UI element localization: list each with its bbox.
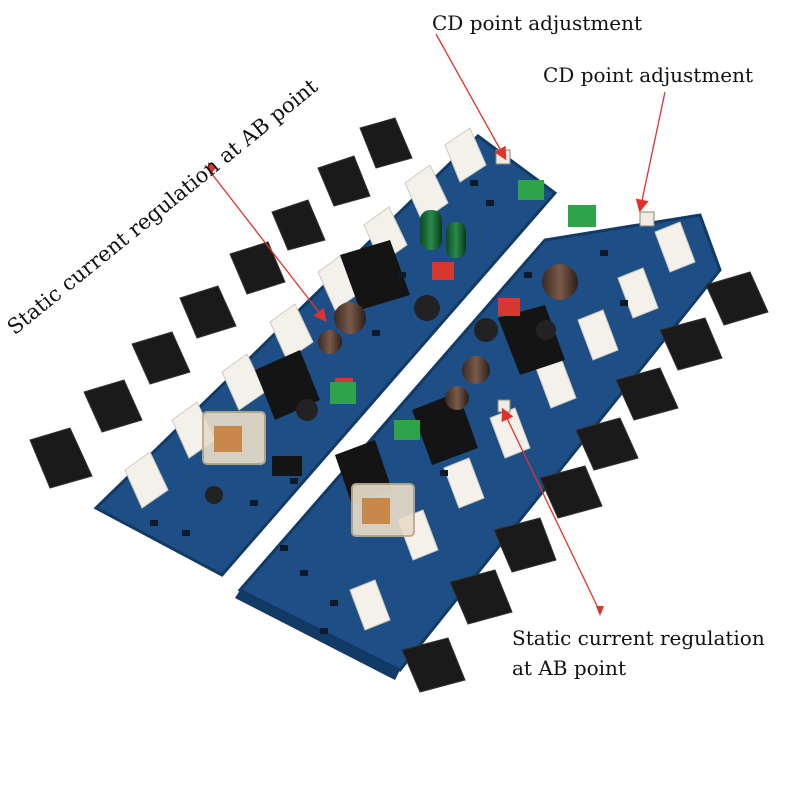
arrow-cd-right (635, 91, 666, 213)
left-pcb-board (93, 127, 558, 577)
arrow-ab-left (204, 164, 327, 323)
left-capacitor (205, 486, 223, 504)
right-red-capacitor (498, 298, 520, 316)
right-capacitor (462, 356, 490, 384)
ab-point-label-right-line1: Static current regulation (512, 626, 765, 650)
left-trimpot (495, 149, 511, 165)
cd-point-label-top: CD point adjustment (432, 11, 643, 35)
right-pcb-board (235, 205, 722, 680)
left-capacitor (414, 295, 440, 321)
arrow-ab-right (501, 407, 601, 613)
right-heatsink (335, 305, 565, 505)
right-capacitor (474, 318, 498, 342)
left-capacitor (334, 302, 366, 334)
cd-point-label-right: CD point adjustment (543, 63, 754, 87)
left-capacitor (318, 330, 342, 354)
ab-point-label-right: Static current regulation at AB point (512, 623, 800, 683)
ab-point-label-right-line2: at AB point (512, 656, 626, 680)
right-terminal (568, 205, 596, 227)
right-terminal (394, 420, 420, 440)
right-capacitor (536, 320, 556, 340)
left-transistor-row (29, 117, 413, 489)
right-trimpot (497, 399, 511, 413)
right-capacitor (542, 264, 578, 300)
right-transistor-row (401, 271, 769, 693)
left-capacitor (296, 399, 318, 421)
left-terminal (518, 180, 544, 200)
left-green-capacitor (420, 210, 442, 250)
arrow-cd-top (435, 33, 507, 161)
left-green-capacitor (446, 222, 466, 258)
right-trimpot (639, 211, 655, 227)
right-capacitor (445, 386, 469, 410)
left-connector (272, 456, 302, 476)
left-red-capacitor (432, 262, 454, 280)
annotation-arrows (204, 33, 666, 613)
left-terminal (330, 382, 356, 404)
